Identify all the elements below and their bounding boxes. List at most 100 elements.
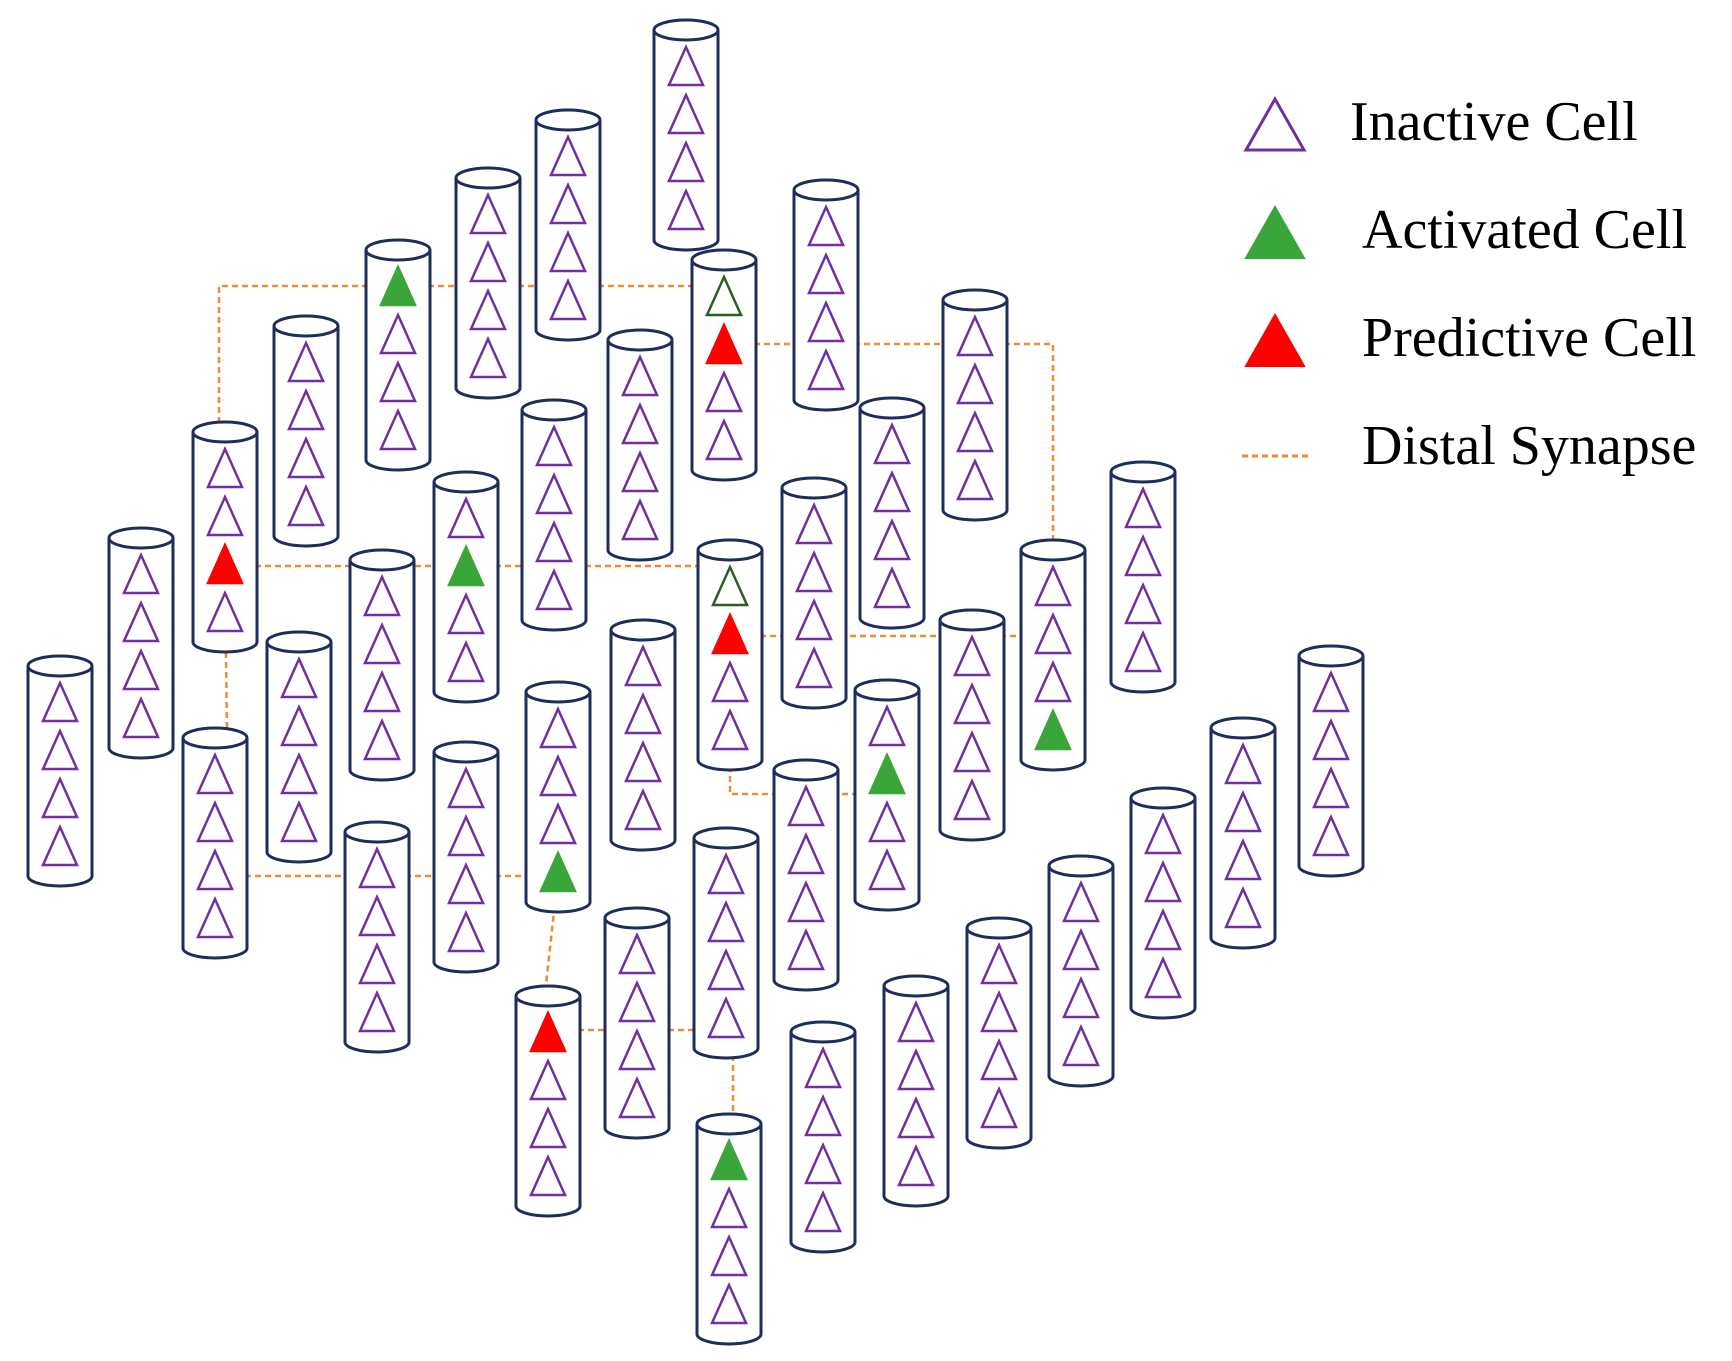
inactive-cell (707, 995, 745, 1039)
predictive-cell (705, 321, 743, 365)
column-top (696, 538, 764, 562)
column (432, 470, 500, 704)
cell-columns (26, 18, 1365, 1346)
activated-cell (710, 1137, 748, 1181)
inactive-cell (1224, 741, 1262, 785)
inactive-cell (1144, 907, 1182, 951)
inactive-cell (707, 899, 745, 943)
inactive-cell (447, 591, 485, 635)
inactive-cell (868, 847, 906, 891)
column (1297, 644, 1365, 878)
legend-inactive-label: Inactive Cell (1350, 91, 1638, 153)
inactive-cell (358, 989, 396, 1033)
column (938, 608, 1006, 842)
column-top (780, 476, 848, 500)
inactive-cell (1124, 533, 1162, 577)
column (692, 826, 760, 1060)
column-top (520, 398, 588, 422)
column (107, 526, 175, 760)
inactive-cell (980, 989, 1018, 1033)
column-top (524, 680, 592, 704)
inactive-cell (667, 43, 705, 87)
column-top (432, 470, 500, 494)
inactive-cell (804, 1045, 842, 1089)
inactive-cell (980, 941, 1018, 985)
inactive-cell (41, 775, 79, 819)
predictive-cell-icon (1244, 312, 1306, 367)
activated-cell (539, 849, 577, 893)
inactive-cell (624, 739, 662, 783)
column (364, 238, 432, 472)
column (432, 740, 500, 974)
column-top (1129, 786, 1197, 810)
inactive-cell (287, 387, 325, 431)
column (789, 1020, 857, 1254)
inactive-cell (956, 361, 994, 405)
inactive-cell (873, 565, 911, 609)
predictive-cell (529, 1009, 567, 1053)
inactive-cell (1144, 811, 1182, 855)
inactive-cell (196, 895, 234, 939)
distal-synapse-icon (1242, 454, 1308, 458)
inactive-cell (447, 861, 485, 905)
column-top (265, 630, 333, 654)
inactive-cell (41, 727, 79, 771)
column (792, 178, 860, 412)
inactive-cell (206, 589, 244, 633)
inactive-cell (379, 359, 417, 403)
inactive-cell (41, 679, 79, 723)
inactive-cell (539, 753, 577, 797)
inactive-cell (549, 181, 587, 225)
column-top (965, 916, 1033, 940)
inactive-cell (953, 777, 991, 821)
inactive-cell (953, 633, 991, 677)
column (534, 108, 602, 342)
column-top (690, 248, 758, 272)
inactive-cell (539, 705, 577, 749)
inactive-cell (469, 287, 507, 331)
inactive-cell (667, 91, 705, 135)
inactive-cell (1312, 813, 1350, 857)
inactive-cell (1224, 885, 1262, 929)
inactive-cell (705, 417, 743, 461)
inactive-cell (1144, 955, 1182, 999)
inactive-cell (807, 299, 845, 343)
column (853, 678, 921, 912)
inactive-cell (549, 133, 587, 177)
column (652, 18, 720, 252)
inactive-cell (705, 369, 743, 413)
column (695, 1112, 763, 1346)
column-top (858, 396, 926, 420)
activated-cell (868, 751, 906, 795)
inactive-cell (535, 567, 573, 611)
column-top (454, 166, 522, 190)
inactive-cell (280, 751, 318, 795)
activated-cell (1034, 707, 1072, 751)
column (1047, 854, 1115, 1088)
inactive-cell (804, 1141, 842, 1185)
inactive-cell (621, 497, 659, 541)
inactive-cell (787, 927, 825, 971)
inactive-cell (535, 423, 573, 467)
column-top (191, 420, 259, 444)
inactive-cell (795, 501, 833, 545)
column-top (534, 108, 602, 132)
column-top (692, 826, 760, 850)
inactive-cell (196, 751, 234, 795)
inactive-cell (41, 823, 79, 867)
inactive-cell (618, 931, 656, 975)
legend-activated-label: Activated Cell (1362, 199, 1688, 261)
inactive-cell (469, 335, 507, 379)
inactive-cell (535, 471, 573, 515)
inactive-cell (447, 813, 485, 857)
column (1109, 460, 1177, 694)
column-top (606, 328, 674, 352)
column-top (938, 608, 1006, 632)
inactive-cell (447, 765, 485, 809)
inactive-cell (122, 647, 160, 691)
inactive-cell (807, 347, 845, 391)
column (520, 398, 588, 632)
inactive-cell (539, 801, 577, 845)
inactive-cell (710, 1281, 748, 1325)
